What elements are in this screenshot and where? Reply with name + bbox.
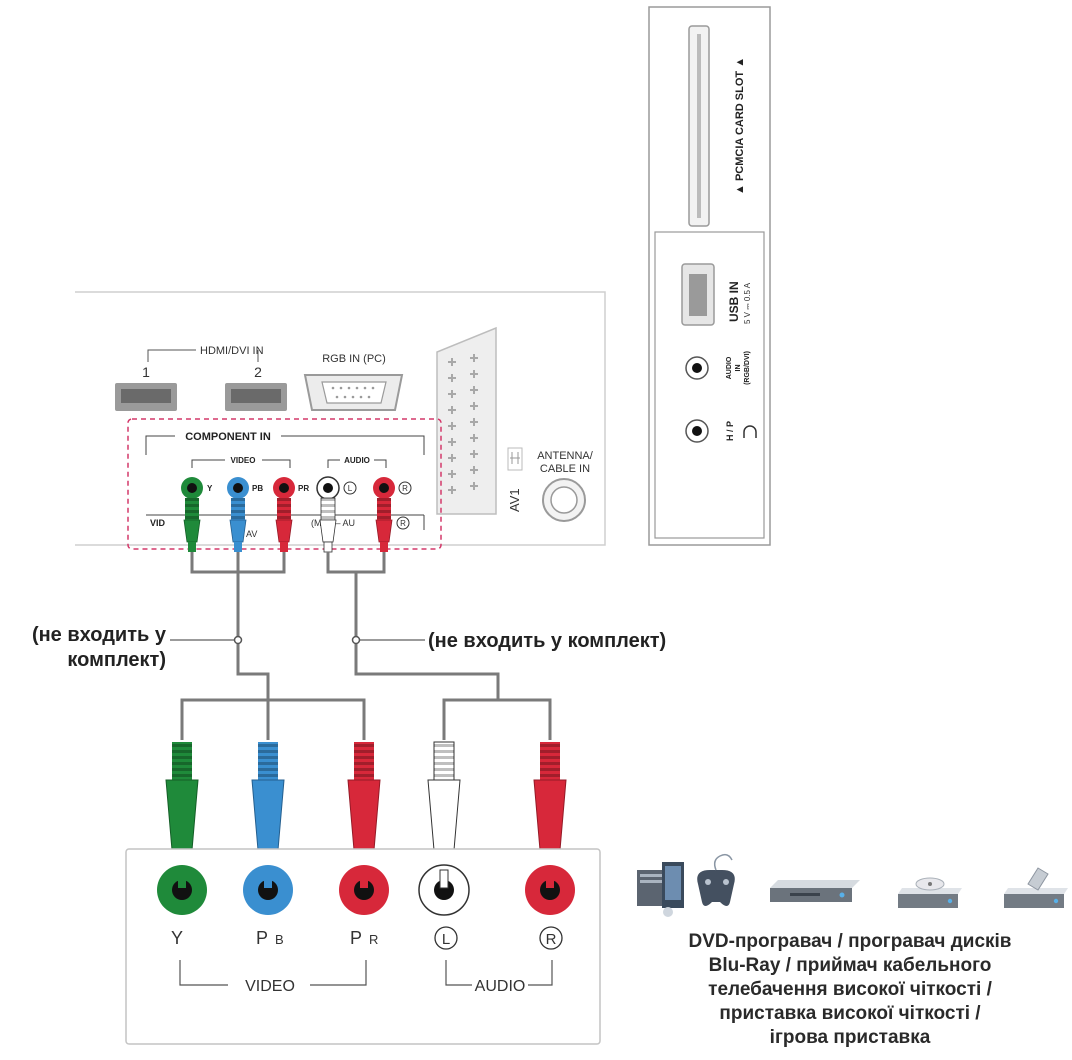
note-left-line-2: комплект) — [67, 649, 166, 671]
audio-in-jack[interactable] — [685, 356, 709, 380]
tv-jack-l[interactable]: L — [316, 476, 357, 500]
usb-power-label: 5 V ⎓ 0.5 A — [743, 282, 752, 324]
tv-jack-pb-label: PB — [252, 484, 263, 493]
caption-line-4: приставка високої чіткості / — [719, 1003, 981, 1024]
caption-line-2: Blu-Ray / приймач кабельного — [708, 955, 992, 976]
headphone-icon — [743, 425, 757, 438]
rgb-label: RGB IN (PC) — [322, 353, 386, 365]
disc-player-icon — [898, 877, 962, 908]
device-label-l: L — [442, 931, 450, 948]
scart-port[interactable] — [436, 326, 497, 515]
component-highlight-box — [127, 418, 442, 550]
component-in-label: COMPONENT IN — [185, 431, 271, 443]
hdmi-port-2-label: 2 — [254, 364, 262, 380]
tv-jack-r[interactable]: R — [373, 477, 412, 499]
tv-jack-l-label: L — [348, 484, 353, 493]
cable-callout-left — [170, 635, 243, 645]
settop-box-icon — [1004, 867, 1068, 908]
device-label-pb: P — [256, 928, 268, 948]
hp-label: H / P — [725, 421, 735, 441]
tv-jack-y-label: Y — [207, 484, 213, 493]
cable-callout-right — [351, 635, 425, 645]
video-group-label: VIDEO — [231, 456, 256, 465]
headphone-jack[interactable] — [685, 419, 709, 443]
audio-group-label: AUDIO — [344, 456, 370, 465]
tv-plug-pr — [275, 498, 293, 552]
tv-jack-y[interactable]: Y — [181, 477, 213, 499]
device-caption: DVD-програвач / програвач дисків Blu-Ray… — [640, 930, 1060, 1050]
plug-l — [427, 741, 461, 873]
device-label-r: R — [546, 931, 557, 948]
tv-plug-l — [319, 497, 337, 553]
hdmi-label: HDMI/DVI IN — [200, 345, 264, 357]
device-jack-pr[interactable] — [339, 865, 389, 915]
plug-r — [533, 742, 567, 872]
tv-jack-pr[interactable]: PR — [273, 477, 309, 499]
device-audio-label: AUDIO — [475, 978, 526, 995]
device-label-pr: P — [350, 928, 362, 948]
lower-video-label: VID — [150, 518, 166, 528]
caption-line-1: DVD-програвач / програвач дисків — [688, 931, 1012, 952]
device-jack-pb[interactable] — [243, 865, 293, 915]
device-label-pb-sub: B — [275, 932, 284, 947]
lower-r-label: R — [400, 519, 406, 528]
rgb-port-group: RGB IN (PC) — [303, 353, 404, 411]
av1-label: AV1 — [507, 488, 522, 512]
usb-label: USB IN — [727, 281, 741, 322]
note-right: (не входить у комплект) — [428, 630, 666, 652]
caption-line-3: телебачення високої чіткості / — [708, 979, 992, 1000]
audio-in-label-2: IN — [735, 365, 742, 372]
gamepad-icon — [697, 853, 735, 906]
hdmi-port-1-label: 1 — [142, 364, 150, 380]
caption-line-5: ігрова приставка — [769, 1027, 931, 1048]
device-label-pr-sub: R — [369, 932, 378, 947]
dvd-player-icon — [770, 880, 860, 902]
tv-plug-y — [183, 498, 201, 552]
lower-av-label: AV — [246, 529, 257, 539]
tv-jack-r-label: R — [402, 484, 408, 493]
device-jack-r[interactable] — [525, 865, 575, 915]
av1-indicator: AV1 — [507, 447, 523, 512]
antenna-group: ANTENNA/ CABLE IN — [537, 450, 594, 522]
hdmi-group: HDMI/DVI IN 1 2 — [115, 345, 287, 411]
tv-jack-pb[interactable]: PB — [227, 477, 263, 499]
plug-pb — [251, 742, 285, 872]
tv-rear-panel: HDMI/DVI IN 1 2 RGB IN (PC) — [75, 291, 606, 553]
device-panel: Y P B P R L R VIDEO AUDIO — [125, 848, 601, 1045]
tv-side-panel: ▲ PCMCIA CARD SLOT ▲ USB IN 5 V ⎓ 0.5 A … — [648, 6, 771, 546]
pc-icon — [637, 862, 684, 917]
device-jack-y[interactable] — [157, 865, 207, 915]
cables — [180, 552, 552, 740]
tv-jack-pr-label: PR — [298, 484, 309, 493]
device-jack-l[interactable] — [418, 864, 470, 916]
antenna-label-2: CABLE IN — [540, 463, 590, 475]
pcmcia-label: ▲ PCMCIA CARD SLOT ▲ — [734, 57, 746, 195]
audio-in-label-3: (RGB/DVI) — [744, 351, 751, 385]
tv-plug-pb — [229, 498, 247, 552]
note-left-line-1: (не входить у — [32, 624, 167, 646]
device-label-y: Y — [171, 928, 183, 948]
audio-in-label-1: AUDIO — [726, 356, 733, 379]
plug-y — [165, 742, 199, 872]
device-video-label: VIDEO — [245, 978, 295, 995]
antenna-label-1: ANTENNA/ — [537, 450, 594, 462]
tv-plug-r — [375, 498, 393, 552]
